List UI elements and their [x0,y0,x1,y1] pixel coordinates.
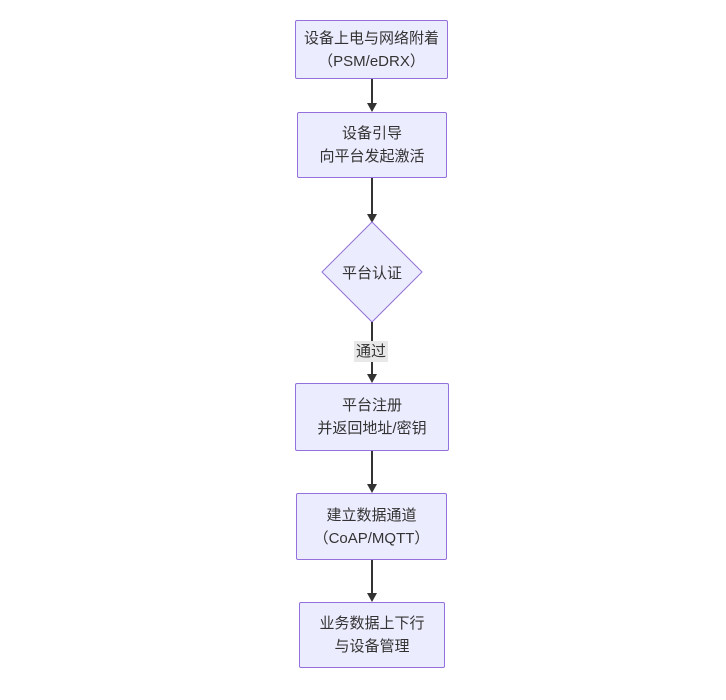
node-label-line: 设备引导 [341,125,402,142]
arrow-head-icon [367,214,377,223]
arrow-line [371,79,373,103]
node-label-line: 与设备管理 [334,638,410,655]
arrow-head-icon [367,593,377,602]
node-label-line: （PSM/eDRX） [318,52,425,70]
node-label-line: 建立数据通道 [326,506,417,524]
arrow-head-icon [367,484,377,493]
node-label-line: 平台注册 [341,397,402,414]
node-power-attach: 设备上电与网络附着 （PSM/eDRX） [295,20,448,79]
node-label-line: 设备上电与网络附着 [303,29,439,47]
node-platform-register: 平台注册 并返回地址/密钥 [295,383,449,451]
arrow-head-icon [367,374,377,383]
node-business-data: 业务数据上下行 与设备管理 [299,602,445,668]
flow-arrow [366,178,378,223]
node-data-channel: 建立数据通道 （CoAP/MQTT） [296,493,447,560]
node-label-line: 并返回地址/密钥 [317,420,427,437]
node-label-line: 业务数据上下行 [319,615,425,632]
flow-arrow [366,560,378,602]
node-label-line: （CoAP/MQTT） [313,529,430,547]
arrow-head-icon [367,103,377,112]
flow-arrow [366,79,378,112]
arrow-line [371,178,373,214]
edge-label-pass: 通过 [353,341,389,362]
arrow-line [371,451,373,484]
arrow-line [371,560,373,593]
decision-platform-auth-label: 平台认证 [341,264,402,282]
flow-arrow [366,451,378,493]
node-label-line: 向平台发起激活 [319,148,425,165]
node-bootstrap: 设备引导 向平台发起激活 [297,112,447,178]
